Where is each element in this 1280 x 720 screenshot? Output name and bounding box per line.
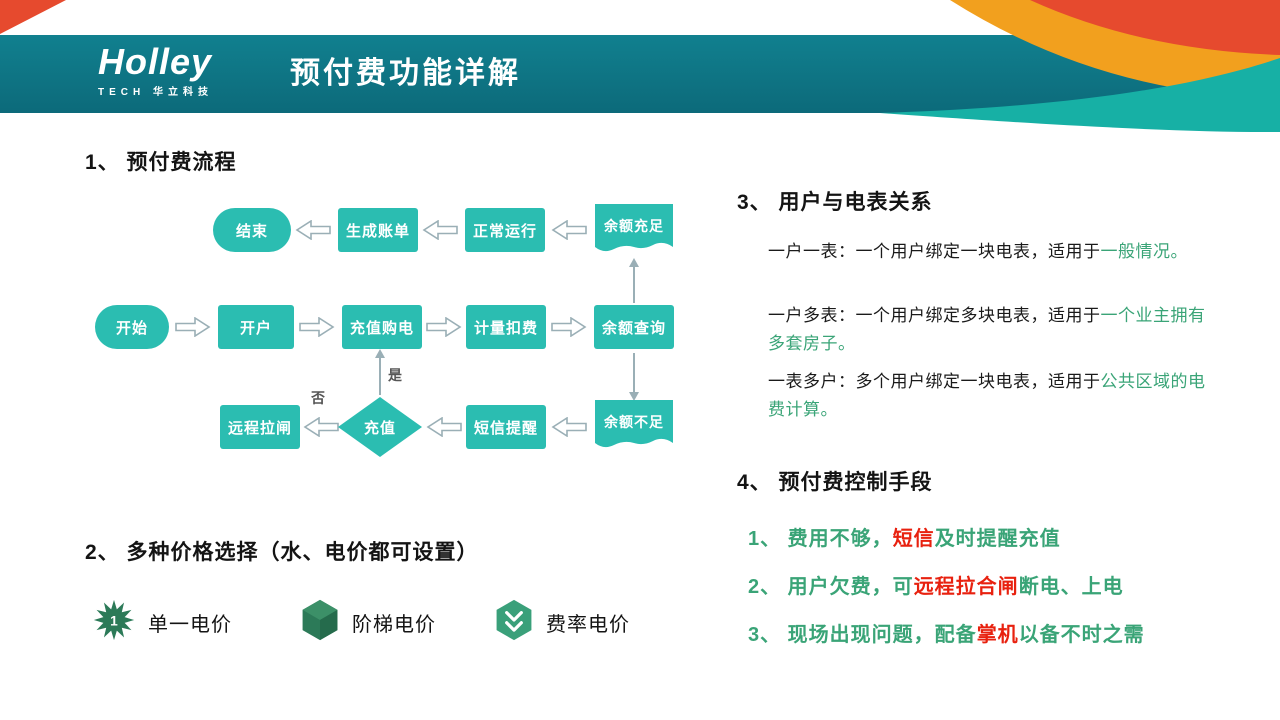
prepaid-flowchart: 结束 生成账单 正常运行 余额充足 开始 开户 充值购电 计量扣费 余额查询 是… [85,190,705,490]
flow-arrow-left-icon [295,220,331,240]
flow-node-label: 充值 [363,419,396,437]
flow-node-balance-query: 余额查询 [594,305,674,349]
flow-arrow-left-icon [303,417,339,437]
control-text: 3、 现场出现问题，配备 [748,624,977,646]
control-item: 3、 现场出现问题，配备掌机以备不时之需 [748,618,1145,647]
flow-arrow-left-icon [422,220,458,240]
user-meter-paragraph: 一户多表：一个用户绑定多块电表，适用于一个业主拥有多套房子。 [768,302,1220,357]
control-text: 1、 费用不够， [748,528,893,550]
control-item: 2、 用户欠费，可远程拉合闸断电、上电 [748,570,1124,599]
section3-heading: 3、 用户与电表关系 [737,191,933,214]
flow-node-balance-sufficient: 余额充足 [595,204,673,258]
tiered-price-label: 阶梯电价 [352,614,436,636]
paragraph-text: 一户一表：一个用户绑定一块电表，适用于 [768,242,1101,261]
flow-node-metering: 计量扣费 [466,305,546,349]
control-text: 以备不时之需 [1018,624,1145,646]
flow-arrow-right-icon [299,317,335,337]
flow-node-label: 余额不足 [604,414,664,430]
flow-arrow-right-icon [426,317,462,337]
control-text: 及时提醒充值 [934,528,1061,550]
flow-arrow-up-icon [629,258,639,303]
paragraph-text: 一户多表：一个用户绑定多块电表，适用于 [768,306,1101,325]
user-meter-paragraph: 一户一表：一个用户绑定一块电表，适用于一般情况。 [768,238,1220,266]
flow-node-remote-trip: 远程拉闸 [220,405,300,449]
paragraph-text: 一表多户：多个用户绑定一块电表，适用于 [768,372,1101,391]
header-ribbon-decoration [880,0,1280,133]
flow-arrow-down-icon [629,353,639,401]
flow-node-recharge-decision: 充值 [338,397,422,457]
user-meter-paragraph: 一表多户：多个用户绑定一块电表，适用于公共区域的电费计算。 [768,368,1220,423]
flow-node-recharge-buy: 充值购电 [342,305,422,349]
flow-arrow-up-icon [375,349,385,395]
flow-arrow-left-icon [426,417,462,437]
section2-heading: 2、 多种价格选择（水、电价都可设置） [85,541,479,564]
flow-node-bill: 生成账单 [338,208,418,252]
flow-arrow-right-icon [551,317,587,337]
flow-node-start: 开始 [95,305,169,349]
flow-node-normal-run: 正常运行 [465,208,545,252]
flow-node-label: 余额充足 [604,218,664,234]
flow-node-sms-remind: 短信提醒 [466,405,546,449]
rate-price-icon [496,599,532,641]
control-keyword: 掌机 [976,624,1019,646]
svg-text:1: 1 [110,614,118,629]
section1-heading: 1、 预付费流程 [85,151,237,174]
single-price-icon: 1 [93,599,135,641]
page-title: 预付费功能详解 [290,57,521,90]
control-item: 1、 费用不够，短信及时提醒充值 [748,522,1061,551]
flow-node-open-account: 开户 [218,305,294,349]
paragraph-highlight: 公共区域的电费计算。 [768,372,1206,419]
paragraph-highlight: 一个业主拥有多套房子。 [768,306,1206,353]
flow-arrow-right-icon [175,317,211,337]
flow-label-no: 否 [311,390,325,406]
tiered-price-icon [302,599,338,641]
logo-text: Holley [98,41,213,82]
section4-heading: 4、 预付费控制手段 [737,471,933,494]
control-keyword: 远程拉合闸 [913,576,1019,598]
rate-price-label: 费率电价 [546,614,630,636]
flow-arrow-left-icon [551,220,587,240]
flow-node-balance-insufficient: 余额不足 [595,400,673,454]
flow-arrow-left-icon [551,417,587,437]
flow-label-yes: 是 [388,367,402,383]
corner-ribbon [0,0,66,34]
paragraph-highlight: 一般情况。 [1100,242,1188,261]
single-price-label: 单一电价 [148,614,232,636]
flow-node-end: 结束 [213,208,291,252]
control-text: 断电、上电 [1018,576,1124,598]
control-keyword: 短信 [892,528,935,550]
logo-subtext: TECH 华立科技 [98,87,213,98]
company-logo: Holley TECH 华立科技 [98,41,213,99]
control-text: 2、 用户欠费，可 [748,576,914,598]
